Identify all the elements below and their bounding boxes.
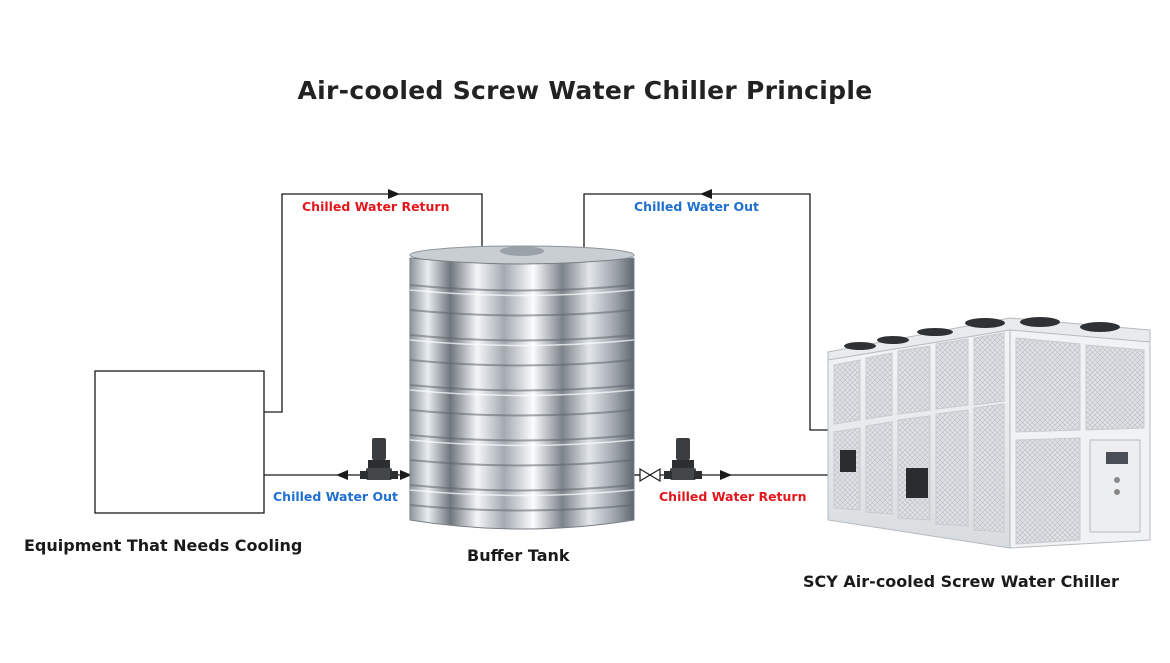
buffer-tank [409,245,635,530]
valve-right [632,467,661,483]
flow-label-top-left: Chilled Water Return [302,199,450,214]
pump-left [360,438,398,480]
arrow-bottom-left [336,470,348,480]
pipe-top-right [583,193,828,431]
buffer-tank-label: Buffer Tank [467,546,570,565]
pump-right [664,438,702,480]
equipment-label: Equipment That Needs Cooling [24,536,303,555]
arrow-bottom-left-2 [400,470,412,480]
equipment-box [94,370,265,514]
chiller-unit [827,317,1151,549]
flow-arrows [336,189,732,480]
arrow-top-left [388,189,400,199]
arrow-bottom-right [720,470,732,480]
pipe-top-left [264,193,483,413]
flow-label-top-right: Chilled Water Out [634,199,759,214]
flow-label-bottom-left: Chilled Water Out [273,489,398,504]
diagram-title: Air-cooled Screw Water Chiller Principle [297,76,873,105]
flow-label-bottom-right: Chilled Water Return [659,489,807,504]
chiller-label: SCY Air-cooled Screw Water Chiller [803,572,1119,591]
arrow-top-right [700,189,712,199]
